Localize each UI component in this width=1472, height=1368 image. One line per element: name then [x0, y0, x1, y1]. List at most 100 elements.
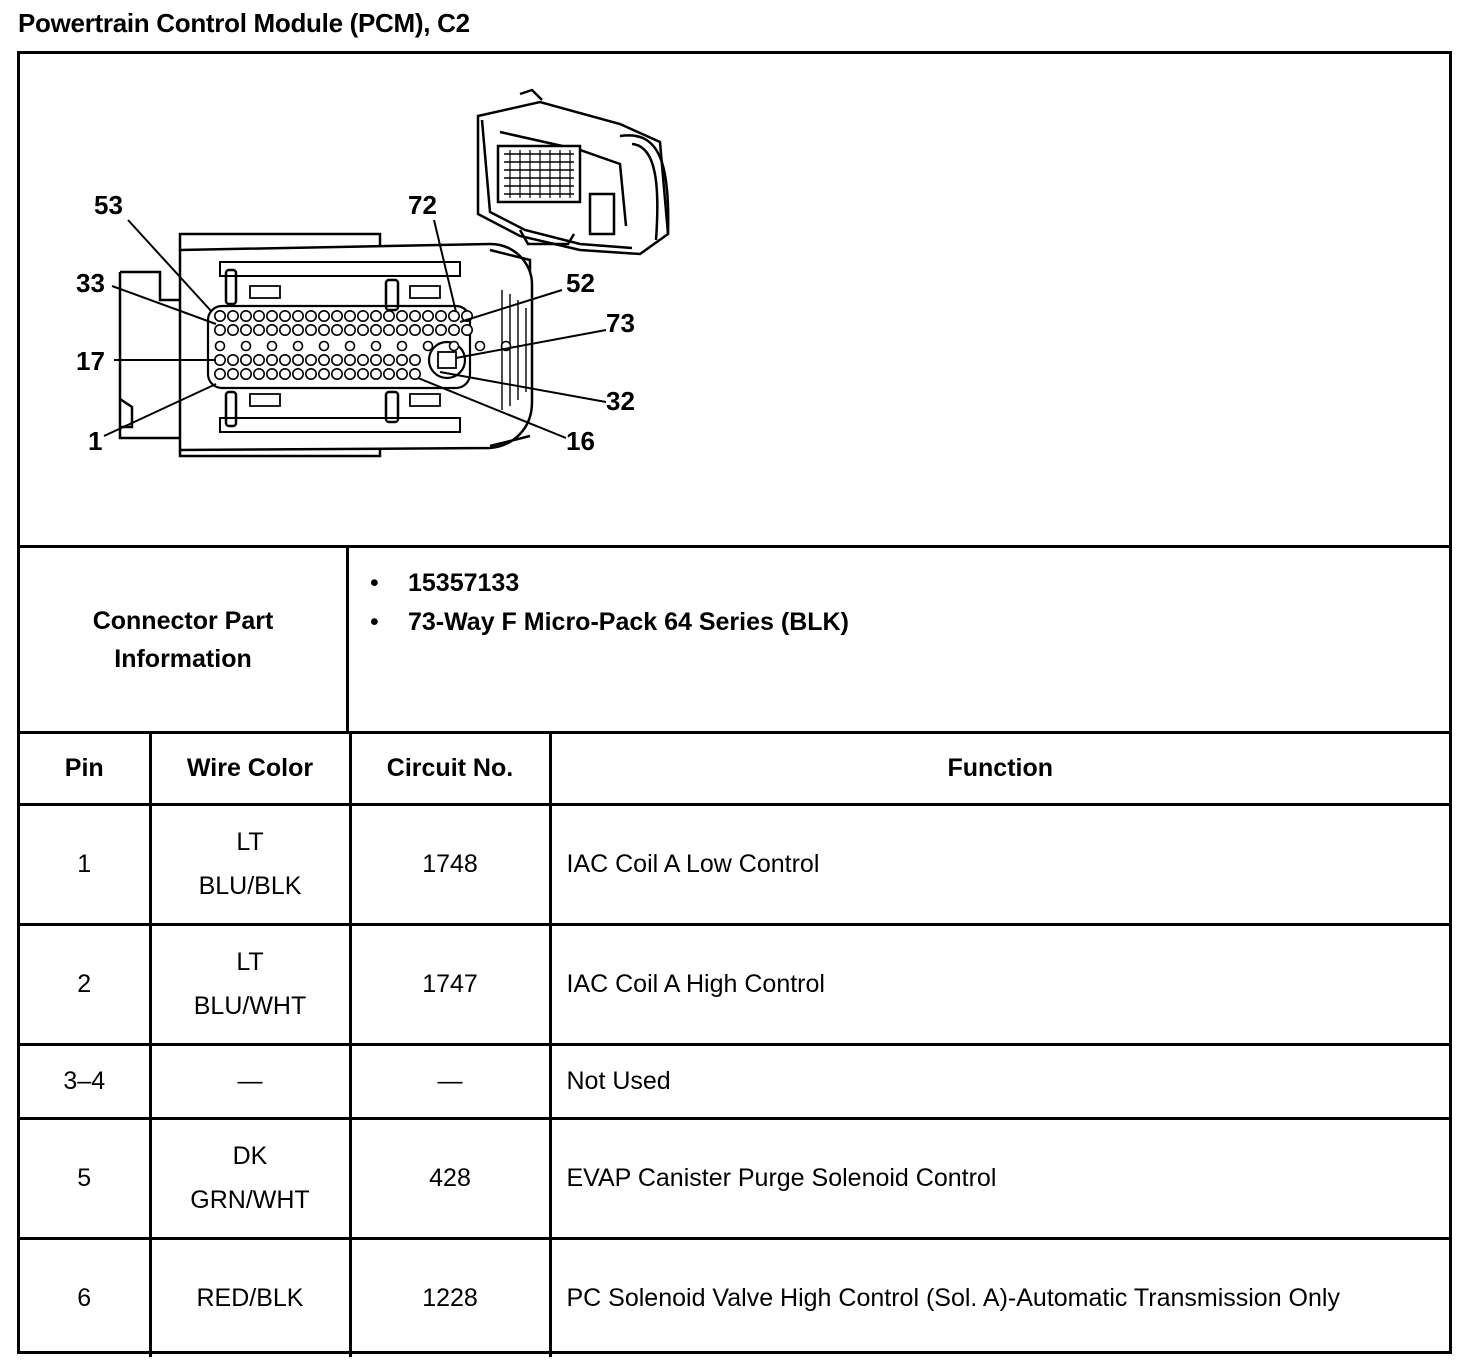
pin-cavity: [356, 309, 369, 322]
pin-cavity: [266, 367, 279, 380]
header-function: Function: [548, 734, 1449, 806]
pin-cavity: [474, 340, 486, 352]
pin-cavity: [434, 323, 447, 336]
pin-cavity: [317, 323, 330, 336]
pin-cavity: [344, 340, 356, 352]
callout-pin-52: 52: [566, 268, 595, 298]
pin-cavity: [304, 367, 317, 380]
pin-cavity: [227, 323, 240, 336]
wire-color-cell: LT BLU/BLK: [148, 802, 352, 926]
connector-part-information: Connector Part Information 15357133 73-W…: [20, 548, 1449, 734]
pin-cavity: [266, 309, 279, 322]
pin-cavity: [343, 353, 356, 366]
pin-cavity: [343, 309, 356, 322]
wire-color-cell: DK GRN/WHT: [148, 1116, 352, 1240]
wire-color-cell: LT BLU/WHT: [148, 922, 352, 1046]
connector-description: 73-Way F Micro-Pack 64 Series (BLK): [368, 603, 849, 642]
pin-cavity: [278, 309, 291, 322]
pin-cavity: [304, 309, 317, 322]
pin-cavity: [317, 367, 330, 380]
pin-cavity: [278, 323, 291, 336]
pin-cavity: [434, 309, 447, 322]
pin-cavity: [330, 309, 343, 322]
callout-pin-53: 53: [94, 190, 123, 220]
pin-cavity: [395, 353, 408, 366]
pin-cavity: [291, 323, 304, 336]
header-pin: Pin: [20, 734, 152, 806]
pin-cavity: [330, 323, 343, 336]
part-info-list: 15357133 73-Way F Micro-Pack 64 Series (…: [368, 564, 849, 642]
circuit-cell: 1228: [348, 1236, 552, 1357]
pin-cavity: [369, 353, 382, 366]
pin-cavity: [408, 353, 421, 366]
circuit-cell: 428: [348, 1116, 552, 1240]
table-header-row: Pin Wire Color Circuit No. Function: [20, 734, 1449, 806]
connector-diagram: 53 72 33 52 73 17 32 1 16: [20, 54, 1449, 548]
pin-cavity: [214, 309, 227, 322]
callout-pin-17: 17: [76, 346, 105, 376]
pin-cavity: [240, 353, 253, 366]
pin-cavity: [448, 340, 460, 352]
pin-cavity: [214, 353, 227, 366]
table-row: 1 LT BLU/BLK 1748 IAC Coil A Low Control: [20, 802, 1449, 926]
part-number: 15357133: [368, 564, 849, 603]
connector-sheet: 53 72 33 52 73 17 32 1 16 Connector Part…: [17, 51, 1452, 1357]
pin-cavity: [356, 323, 369, 336]
pin-cavity: [227, 309, 240, 322]
wire-color-cell: RED/BLK: [148, 1236, 352, 1357]
pin-cavity: [395, 309, 408, 322]
pin-cavity: [395, 323, 408, 336]
header-circuit-no: Circuit No.: [348, 734, 552, 806]
table-row: 3–4 — — Not Used: [20, 1042, 1449, 1120]
pin-cavity: [317, 353, 330, 366]
connector-face: [118, 232, 534, 458]
part-info-label-text: Connector Part Information: [92, 606, 274, 673]
pin-cavity: [422, 340, 434, 352]
callout-pin-33: 33: [76, 268, 105, 298]
header-wire-color: Wire Color: [148, 734, 352, 806]
pin-cavity: [382, 353, 395, 366]
pin-cavity: [266, 353, 279, 366]
connector-3d-view: [476, 88, 670, 256]
table-row: 6 RED/BLK 1228 PC Solenoid Valve High Co…: [20, 1236, 1449, 1357]
pin-cavity: [408, 309, 421, 322]
pin-cavity: [253, 367, 266, 380]
pin-cavity: [304, 353, 317, 366]
pin-cavity: [291, 367, 304, 380]
pin-cell: 2: [20, 922, 152, 1046]
pin-cavity: [356, 367, 369, 380]
pin-cavity: [240, 309, 253, 322]
pin-cavity: [369, 309, 382, 322]
leader-lines: [103, 219, 607, 439]
pin-cavity: [227, 367, 240, 380]
callout-pin-1: 1: [88, 426, 102, 456]
function-cell: EVAP Canister Purge Solenoid Control: [548, 1116, 1449, 1240]
pin-cell: 3–4: [20, 1042, 152, 1120]
pin-cavity: [356, 353, 369, 366]
function-cell: PC Solenoid Valve High Control (Sol. A)-…: [548, 1236, 1449, 1357]
circuit-cell: 1748: [348, 802, 552, 926]
pin-cavity: [227, 353, 240, 366]
pin-cavity: [382, 323, 395, 336]
pin-cavity: [304, 323, 317, 336]
pin-cavity: [278, 367, 291, 380]
pin-cavity: [266, 323, 279, 336]
circuit-cell: 1747: [348, 922, 552, 1046]
pin-cavity: [330, 367, 343, 380]
pin-cavity: [408, 367, 421, 380]
table-row: 2 LT BLU/WHT 1747 IAC Coil A High Contro…: [20, 922, 1449, 1046]
pin-cavity: [396, 340, 408, 352]
pin-cavity: [369, 367, 382, 380]
pin-cell: 6: [20, 1236, 152, 1357]
pin-cavity: [421, 309, 434, 322]
pin-cavity: [395, 367, 408, 380]
callout-pin-16: 16: [566, 426, 595, 456]
pin-cavity: [291, 353, 304, 366]
pin-cavity: [460, 323, 473, 336]
pin-cavity: [214, 340, 226, 352]
pin-cavity: [382, 367, 395, 380]
callout-pin-73: 73: [606, 308, 635, 338]
wire-color-cell: —: [148, 1042, 352, 1120]
pin-cavity: [330, 353, 343, 366]
pin-cavity: [214, 367, 227, 380]
